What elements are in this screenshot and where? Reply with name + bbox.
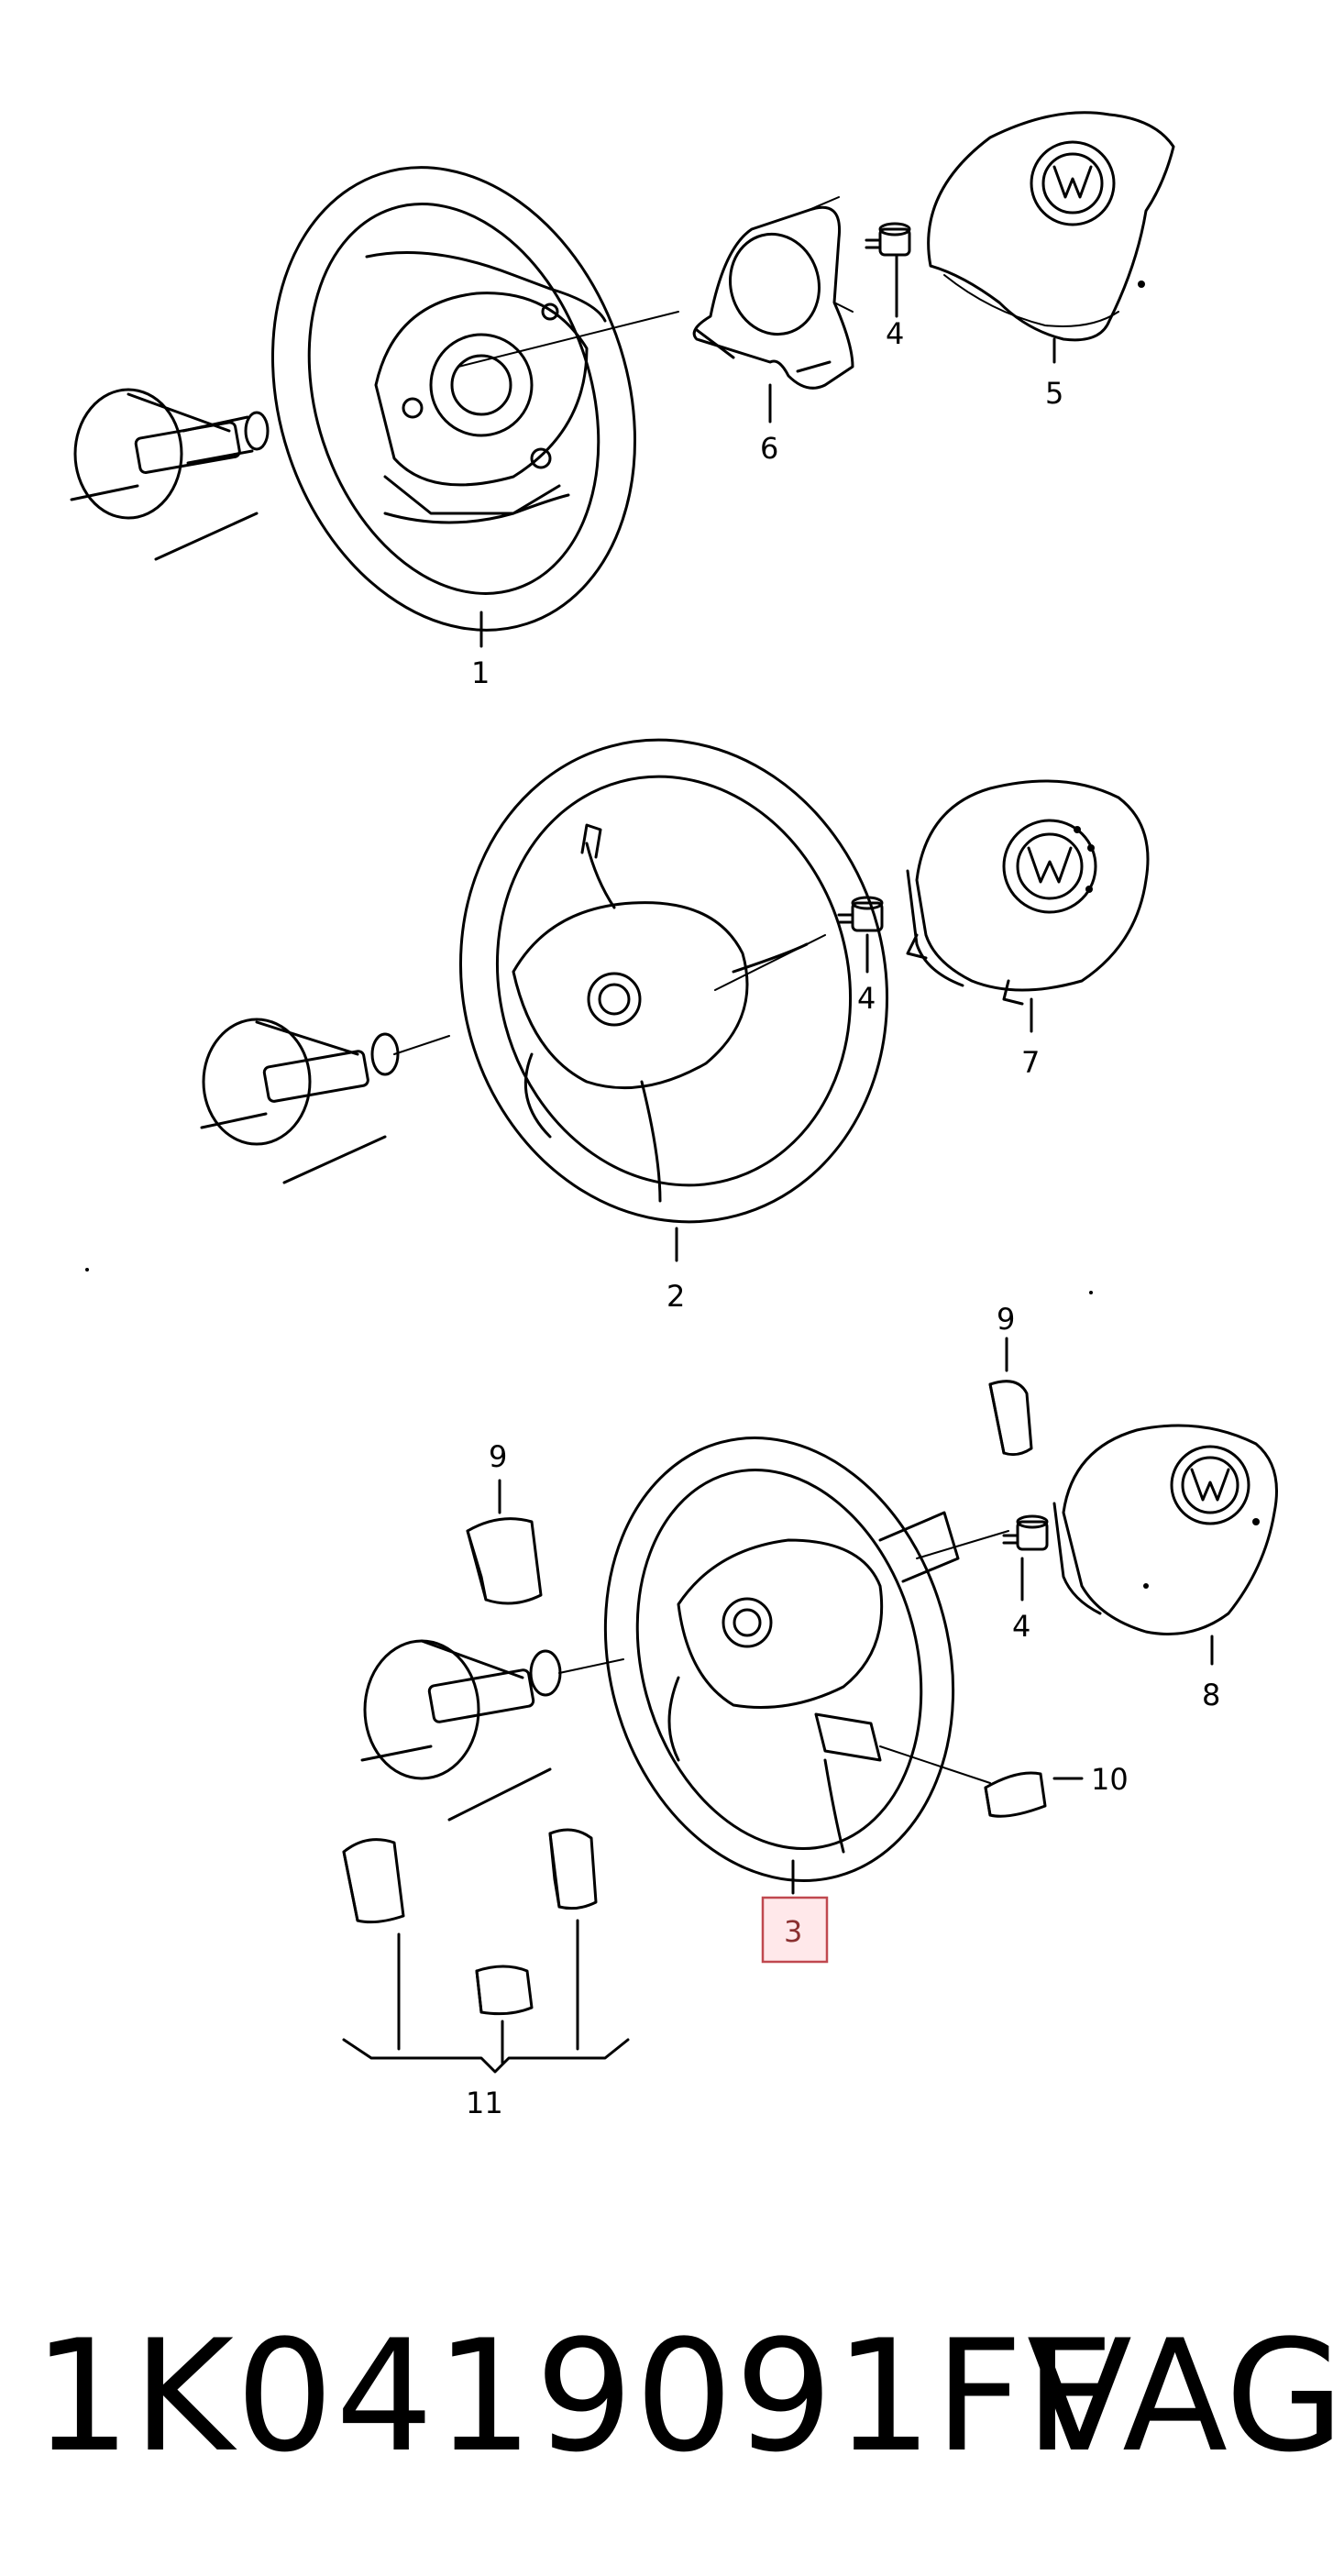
assembly-group-1: 1 6 4 5 <box>70 111 1175 690</box>
callout-3-highlight-box[interactable] <box>761 1896 829 1964</box>
trim-clips-11 <box>342 1828 598 2016</box>
screw-4b <box>837 896 884 932</box>
part-number: 1K0419091FF <box>33 2306 1116 2486</box>
exploded-parts-diagram: 1 6 4 5 <box>70 111 1278 2120</box>
callout-7: 7 <box>1021 1045 1040 1080</box>
callout-5: 5 <box>1045 376 1063 411</box>
steering-column-3 <box>360 1639 624 1822</box>
airbag-module-8 <box>1052 1424 1278 1635</box>
assembly-group-3: 9 9 <box>85 1268 1278 2120</box>
callout-11: 11 <box>466 2086 503 2120</box>
assembly-group-2: 2 4 7 <box>200 738 1150 1314</box>
callout-3[interactable]: 3 <box>784 1914 802 1949</box>
trim-cover-6 <box>692 196 854 390</box>
callout-10: 10 <box>1091 1762 1129 1797</box>
callout-4a: 4 <box>886 316 904 351</box>
screw-4c <box>1002 1514 1049 1551</box>
trim-clip-10 <box>984 1771 1047 1818</box>
callout-4c: 4 <box>1012 1609 1030 1644</box>
callout-2: 2 <box>666 1279 685 1314</box>
steering-wheel-2 <box>458 738 889 1224</box>
trim-clip-9b <box>466 1517 543 1605</box>
steering-column-2 <box>200 1018 450 1184</box>
airbag-module-5 <box>927 111 1175 342</box>
steering-column-1 <box>70 388 270 561</box>
callout-1: 1 <box>471 655 490 690</box>
steering-wheel-1 <box>270 166 679 632</box>
callout-9b: 9 <box>489 1439 507 1474</box>
callout-9a: 9 <box>997 1302 1015 1337</box>
steering-wheel-3 <box>603 1437 1009 1882</box>
callout-8: 8 <box>1202 1678 1220 1712</box>
brand-label: VAG <box>1027 2306 1333 2486</box>
screw-4a <box>865 222 911 257</box>
trim-clip-9a <box>988 1380 1033 1457</box>
callout-4b: 4 <box>857 981 876 1016</box>
callout-6: 6 <box>760 431 778 466</box>
airbag-module-7 <box>906 779 1150 1006</box>
